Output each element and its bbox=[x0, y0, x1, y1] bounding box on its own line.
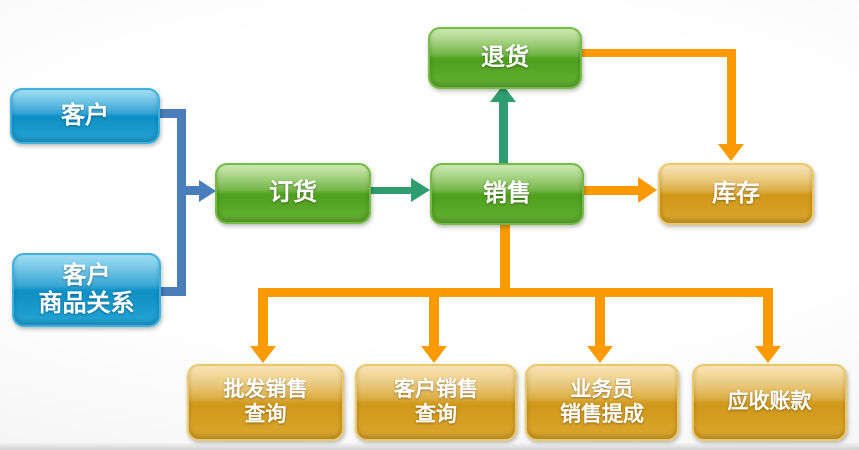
node-salesman-commission-label: 业务员 销售提成 bbox=[560, 377, 644, 426]
edge-drop-customer-sales bbox=[429, 288, 439, 348]
edge-sales-to-returns bbox=[499, 100, 508, 163]
arrowhead-to-commission-icon bbox=[587, 346, 613, 363]
node-accounts-receivable: 应收账款 bbox=[692, 364, 847, 441]
node-wholesale-sales-query: 批发销售 查询 bbox=[187, 364, 344, 441]
node-returns-label: 退货 bbox=[481, 43, 529, 71]
node-salesman-commission: 业务员 销售提成 bbox=[525, 364, 679, 441]
arrowhead-to-wholesale-icon bbox=[250, 346, 276, 363]
arrowhead-to-sales-icon bbox=[411, 178, 430, 202]
edge-drop-receivable bbox=[763, 288, 773, 348]
node-sales: 销售 bbox=[430, 163, 584, 225]
node-customer-label: 客户 bbox=[61, 101, 109, 129]
arrowhead-to-inventory-left-icon bbox=[638, 177, 657, 203]
node-wholesale-sales-query-label: 批发销售 查询 bbox=[223, 377, 308, 426]
node-sales-label: 销售 bbox=[483, 179, 531, 207]
edge-sales-down-trunk bbox=[500, 220, 510, 290]
edge-customer-to-junction bbox=[150, 109, 186, 118]
arrowhead-to-inventory-top-icon bbox=[718, 144, 744, 161]
arrowhead-to-ordering-icon bbox=[199, 180, 216, 202]
edge-returns-to-inventory-horizontal bbox=[576, 49, 732, 57]
edge-distribution-bar bbox=[258, 288, 772, 297]
arrowhead-to-returns-icon bbox=[490, 85, 516, 102]
edge-customer-relation-to-junction bbox=[150, 287, 186, 296]
edge-drop-wholesale bbox=[258, 288, 268, 348]
edge-sales-to-inventory bbox=[578, 186, 640, 195]
node-customer-product-relation: 客户 商品关系 bbox=[12, 253, 161, 327]
slide-bottom-edge bbox=[0, 442, 859, 450]
arrowhead-to-receivable-icon bbox=[755, 346, 781, 363]
node-ordering-label: 订货 bbox=[269, 179, 317, 207]
edge-ordering-to-sales bbox=[365, 187, 413, 194]
node-customer-sales-query-label: 客户销售 查询 bbox=[394, 377, 478, 426]
edge-junction-to-ordering bbox=[186, 186, 202, 195]
edge-blue-junction-vertical bbox=[177, 109, 186, 296]
node-customer: 客户 bbox=[10, 88, 160, 144]
node-customer-product-relation-label: 客户 商品关系 bbox=[38, 261, 135, 317]
node-inventory: 库存 bbox=[658, 163, 814, 225]
node-accounts-receivable-label: 应收账款 bbox=[727, 390, 812, 414]
node-ordering: 订货 bbox=[215, 163, 371, 224]
arrowhead-to-customer-sales-icon bbox=[421, 346, 447, 363]
edge-drop-commission bbox=[595, 288, 605, 348]
node-returns: 退货 bbox=[428, 27, 582, 89]
edge-returns-to-inventory-vertical bbox=[727, 49, 736, 146]
node-inventory-label: 库存 bbox=[712, 179, 760, 207]
node-customer-sales-query: 客户销售 查询 bbox=[355, 364, 517, 441]
